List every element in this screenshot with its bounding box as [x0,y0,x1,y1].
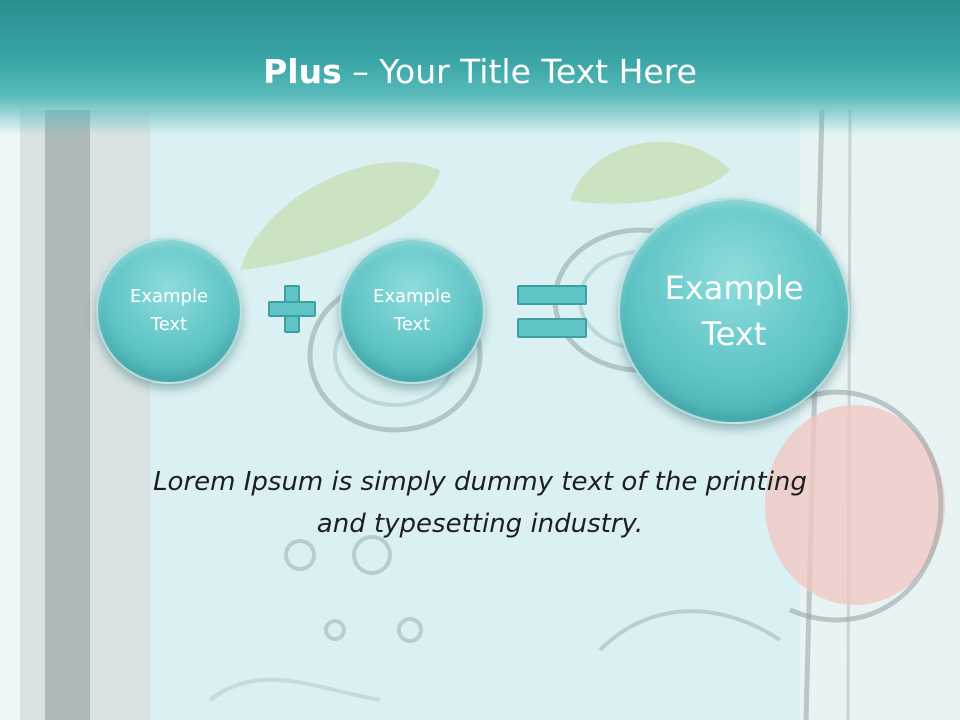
plus-icon-horizontal [268,301,316,317]
result-circle-line-1: Example [664,268,804,307]
caption-line-1: Lorem Ipsum is simply dummy text of the … [153,467,807,497]
slide-title: Plus – Your Title Text Here [0,52,960,91]
circle-1-line-2: Text [150,314,188,335]
equals-icon-top-bar [517,285,587,305]
title-rest: – Your Title Text Here [341,52,697,91]
circle-2-line-1: Example [372,286,452,308]
body-caption: Lorem Ipsum is simply dummy text of the … [100,462,860,545]
result-circle: Example Text [618,198,850,424]
example-circle-2: Example Text [339,238,485,384]
caption-line-2: and typesetting industry. [316,508,644,539]
result-circle-line-2: Text [701,315,767,353]
circle-2-line-2: Text [393,314,431,335]
title-bold-word: Plus [263,52,342,91]
equals-icon-bottom-bar [517,318,587,338]
example-circle-1: Example Text [96,238,242,384]
circle-1-line-1: Example [129,286,209,308]
title-bar [0,0,960,135]
